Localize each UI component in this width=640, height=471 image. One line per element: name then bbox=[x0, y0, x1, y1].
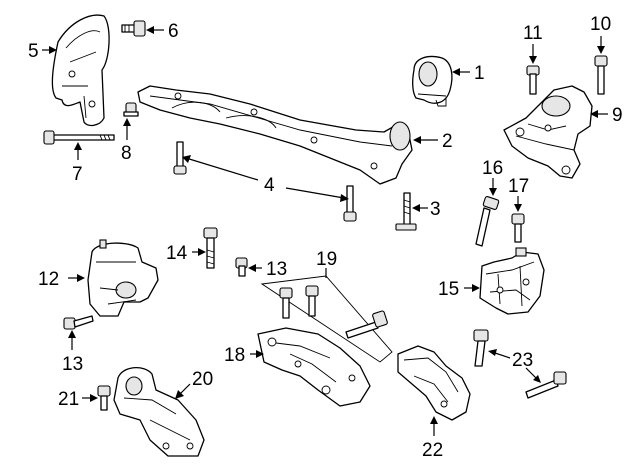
leader-lines bbox=[42, 26, 608, 436]
callout-23: 23 bbox=[512, 350, 533, 371]
part-16-bolt[interactable] bbox=[475, 196, 500, 247]
callout-9: 9 bbox=[612, 105, 623, 126]
part-22-bracket[interactable] bbox=[397, 345, 471, 421]
callout-21: 21 bbox=[58, 389, 79, 410]
callout-10: 10 bbox=[590, 14, 611, 35]
callout-8: 8 bbox=[121, 143, 132, 164]
part-5-bracket[interactable] bbox=[51, 14, 110, 127]
callout-6: 6 bbox=[168, 21, 179, 42]
callout-19: 19 bbox=[316, 249, 337, 270]
part-18-bracket[interactable] bbox=[257, 327, 371, 407]
callout-7: 7 bbox=[72, 164, 83, 185]
callout-labels: 1 2 3 4 5 6 7 8 9 10 11 12 13 13 14 15 1… bbox=[28, 14, 623, 461]
callout-12: 12 bbox=[38, 269, 59, 290]
callout-5: 5 bbox=[28, 41, 39, 62]
callout-1: 1 bbox=[474, 63, 485, 84]
part-9-mount[interactable] bbox=[503, 85, 593, 179]
callout-13-left: 13 bbox=[62, 354, 83, 375]
part-4-bolt-b[interactable] bbox=[343, 185, 357, 222]
part-14-bolt[interactable] bbox=[203, 227, 218, 269]
callout-20: 20 bbox=[192, 369, 213, 390]
part-15-bracket[interactable] bbox=[479, 247, 545, 315]
callout-16: 16 bbox=[482, 158, 503, 179]
part-13-bolt-left[interactable] bbox=[63, 315, 94, 330]
callout-17: 17 bbox=[508, 176, 529, 197]
callout-15: 15 bbox=[438, 279, 459, 300]
callout-4: 4 bbox=[264, 175, 275, 196]
callout-14: 14 bbox=[166, 243, 188, 264]
part-7-long-bolt[interactable] bbox=[43, 130, 115, 145]
part-11-bolt[interactable] bbox=[526, 65, 540, 95]
part-4-bolt-a[interactable] bbox=[173, 141, 187, 175]
part-2-crossmember[interactable] bbox=[137, 85, 413, 185]
callout-2: 2 bbox=[442, 131, 453, 152]
part-8-nut[interactable] bbox=[123, 102, 139, 117]
callout-3: 3 bbox=[430, 199, 441, 220]
part-23-bolt-a[interactable] bbox=[473, 329, 489, 367]
callout-11: 11 bbox=[523, 23, 543, 44]
part-20-mount[interactable] bbox=[113, 367, 205, 457]
part-13-bolt-middle[interactable] bbox=[235, 257, 248, 277]
part-19-kit[interactable] bbox=[260, 275, 393, 363]
part-6-bolt[interactable] bbox=[121, 20, 146, 37]
part-3-stud[interactable] bbox=[395, 192, 417, 231]
part-1-mount[interactable] bbox=[412, 55, 453, 107]
part-17-bolt[interactable] bbox=[511, 213, 525, 243]
part-21-bolt[interactable] bbox=[97, 385, 111, 411]
part-23-bolt-b[interactable] bbox=[525, 371, 567, 399]
callout-13-middle: 13 bbox=[266, 259, 287, 280]
part-10-bolt[interactable] bbox=[594, 55, 608, 95]
callout-18: 18 bbox=[224, 345, 245, 366]
callout-22: 22 bbox=[422, 440, 443, 461]
part-12-mount[interactable] bbox=[87, 239, 159, 317]
